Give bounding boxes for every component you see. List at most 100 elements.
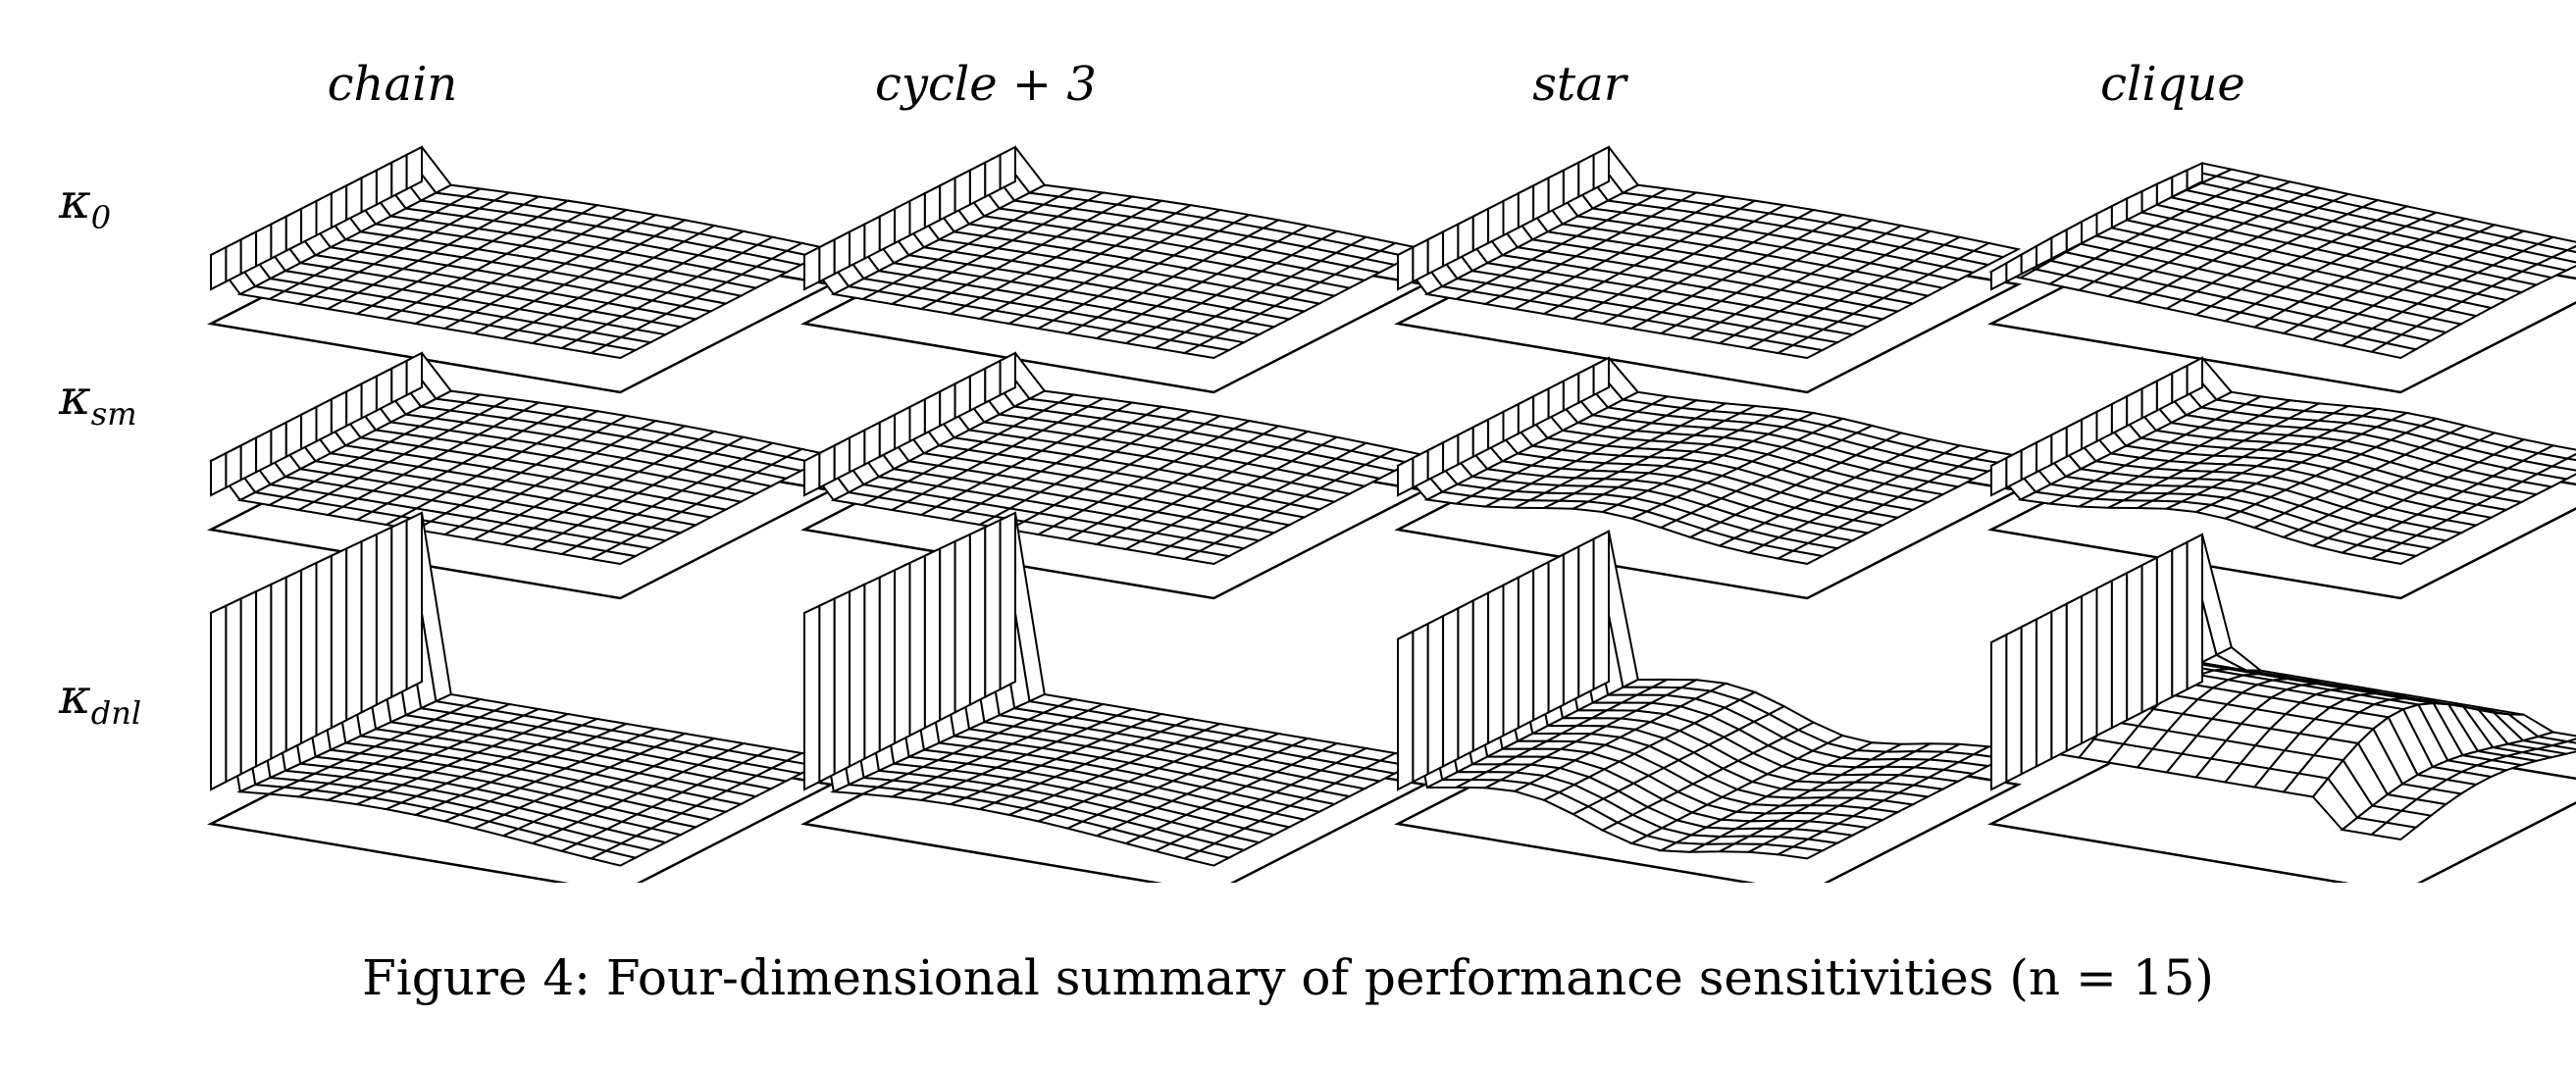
- surface-cell: [588, 849, 639, 867]
- surface-wall-cell: [1471, 590, 1490, 753]
- surface-wall-cell: [2126, 386, 2143, 428]
- surface-wall-cell: [375, 367, 393, 413]
- surface-wall-cell: [2140, 555, 2158, 715]
- surface-wall-cell: [1471, 418, 1490, 459]
- surface-wall-cell: [803, 604, 821, 791]
- surface-wall-cell: [1397, 245, 1415, 291]
- surface-wall-cell: [833, 435, 851, 482]
- surface-wall-cell: [863, 215, 881, 261]
- surface-wall-cell: [225, 596, 242, 784]
- row-label-symbol: κ: [59, 668, 91, 725]
- surface-wall-cell: [405, 351, 423, 397]
- surface-wall-cell: [908, 397, 926, 443]
- surface-wall-cell: [2186, 356, 2203, 397]
- surface-wall-cell: [2095, 402, 2113, 443]
- surface-cell: [588, 549, 639, 566]
- surface-wall-cell: [239, 435, 258, 482]
- surface-wall-cell: [330, 183, 348, 229]
- surface-wall-cell: [300, 199, 318, 245]
- surface-wall-cell: [2081, 410, 2098, 451]
- surface-wall-cell: [360, 374, 378, 421]
- surface-wall-cell: [818, 596, 836, 784]
- surface-panel: [1987, 161, 2576, 394]
- surface-wall-cell: [1502, 402, 1520, 443]
- surface-wall-cell: [255, 428, 273, 475]
- surface-wall-cell: [300, 561, 318, 745]
- surface-cell: [2368, 341, 2419, 360]
- row-label-kappa-dnl: κdnl: [59, 667, 141, 742]
- surface-wall-cell: [315, 554, 333, 738]
- surface-wall-cell: [1562, 544, 1580, 707]
- surface-wall-cell: [1457, 598, 1474, 761]
- surface-wall-cell: [2081, 586, 2098, 745]
- surface-wall-cell: [1397, 630, 1415, 791]
- surface-wall-cell: [1426, 440, 1445, 482]
- surface-wall-cell: [1577, 153, 1595, 199]
- surface-wall-cell: [2065, 418, 2084, 459]
- surface-wall-cell: [225, 443, 242, 489]
- surface-wall-cell: [1547, 379, 1565, 421]
- row-label-symbol: κ: [59, 173, 91, 229]
- column-title-chain: chain: [327, 57, 458, 112]
- surface-wall-cell: [2050, 425, 2068, 467]
- surface-wall-cell: [1502, 576, 1520, 738]
- surface-wall-cell: [894, 199, 911, 245]
- surface-wall-cell: [1532, 176, 1550, 222]
- surface-wall-cell: [2110, 571, 2129, 730]
- surface-wall-cell: [1990, 456, 2008, 497]
- surface-wall-cell: [255, 222, 273, 269]
- surface-wall-cell: [1457, 215, 1474, 261]
- surface-wall-cell: [1517, 568, 1535, 730]
- surface-wall-cell: [2005, 625, 2023, 784]
- surface-wall-cell: [968, 161, 987, 207]
- surface-wall-cell: [908, 554, 926, 738]
- surface-wall-cell: [390, 153, 408, 199]
- surface-wall-cell: [330, 389, 348, 435]
- surface-wall-cell: [818, 237, 836, 283]
- surface-wall-cell: [315, 397, 333, 443]
- surface-wall-cell: [863, 421, 881, 467]
- surface-wall-cell: [968, 367, 987, 413]
- surface-wall-cell: [1426, 614, 1445, 776]
- surface-wall-cell: [1562, 161, 1580, 207]
- surface-wall-cell: [1577, 364, 1595, 405]
- surface-wall-cell: [1562, 371, 1580, 413]
- surface-wall-cell: [284, 568, 303, 753]
- surface-panel: [207, 145, 836, 394]
- surface-wall-cell: [270, 421, 287, 467]
- surface-wall-cell: [849, 428, 866, 475]
- surface-wall-cell: [1442, 433, 1460, 475]
- surface-wall-cell: [2186, 161, 2203, 191]
- surface-wall-cell: [803, 451, 821, 497]
- surface-panel: [207, 351, 836, 600]
- surface-wall-cell: [878, 413, 897, 459]
- surface-panel: [1987, 356, 2576, 600]
- surface-wall-cell: [833, 229, 851, 276]
- surface-wall-cell: [953, 533, 971, 715]
- surface-wall-cell: [284, 207, 303, 253]
- surface-panel: [1394, 530, 2023, 883]
- surface-wall-cell: [863, 576, 881, 761]
- surface-panel: [207, 511, 836, 883]
- row-label-subscript: sm: [90, 395, 137, 433]
- surface-wall-cell: [1592, 530, 1610, 691]
- surface-wall-cell: [2140, 379, 2158, 421]
- surface-wall-cell: [939, 176, 956, 222]
- surface-wall-cell: [984, 359, 1002, 405]
- surface-wall-cell: [1547, 552, 1565, 715]
- surface-wall-cell: [984, 153, 1002, 199]
- row-label-subscript: 0: [90, 199, 112, 236]
- surface-wall-cell: [878, 207, 897, 253]
- surface-wall-cell: [1547, 168, 1565, 215]
- surface-wall-cell: [360, 168, 378, 215]
- surface-wall-cell: [2126, 563, 2143, 722]
- surface-wall-cell: [1412, 448, 1429, 489]
- surface-wall-cell: [2050, 602, 2068, 761]
- surface-wall-cell: [1412, 622, 1429, 784]
- surface-wall-cell: [999, 511, 1016, 691]
- surface-wall-cell: [270, 576, 287, 761]
- surface-wall-cell: [878, 568, 897, 753]
- surface-wall-cell: [375, 161, 393, 207]
- surface-wall-cell: [2065, 594, 2084, 753]
- surface-wall-cell: [1442, 606, 1460, 769]
